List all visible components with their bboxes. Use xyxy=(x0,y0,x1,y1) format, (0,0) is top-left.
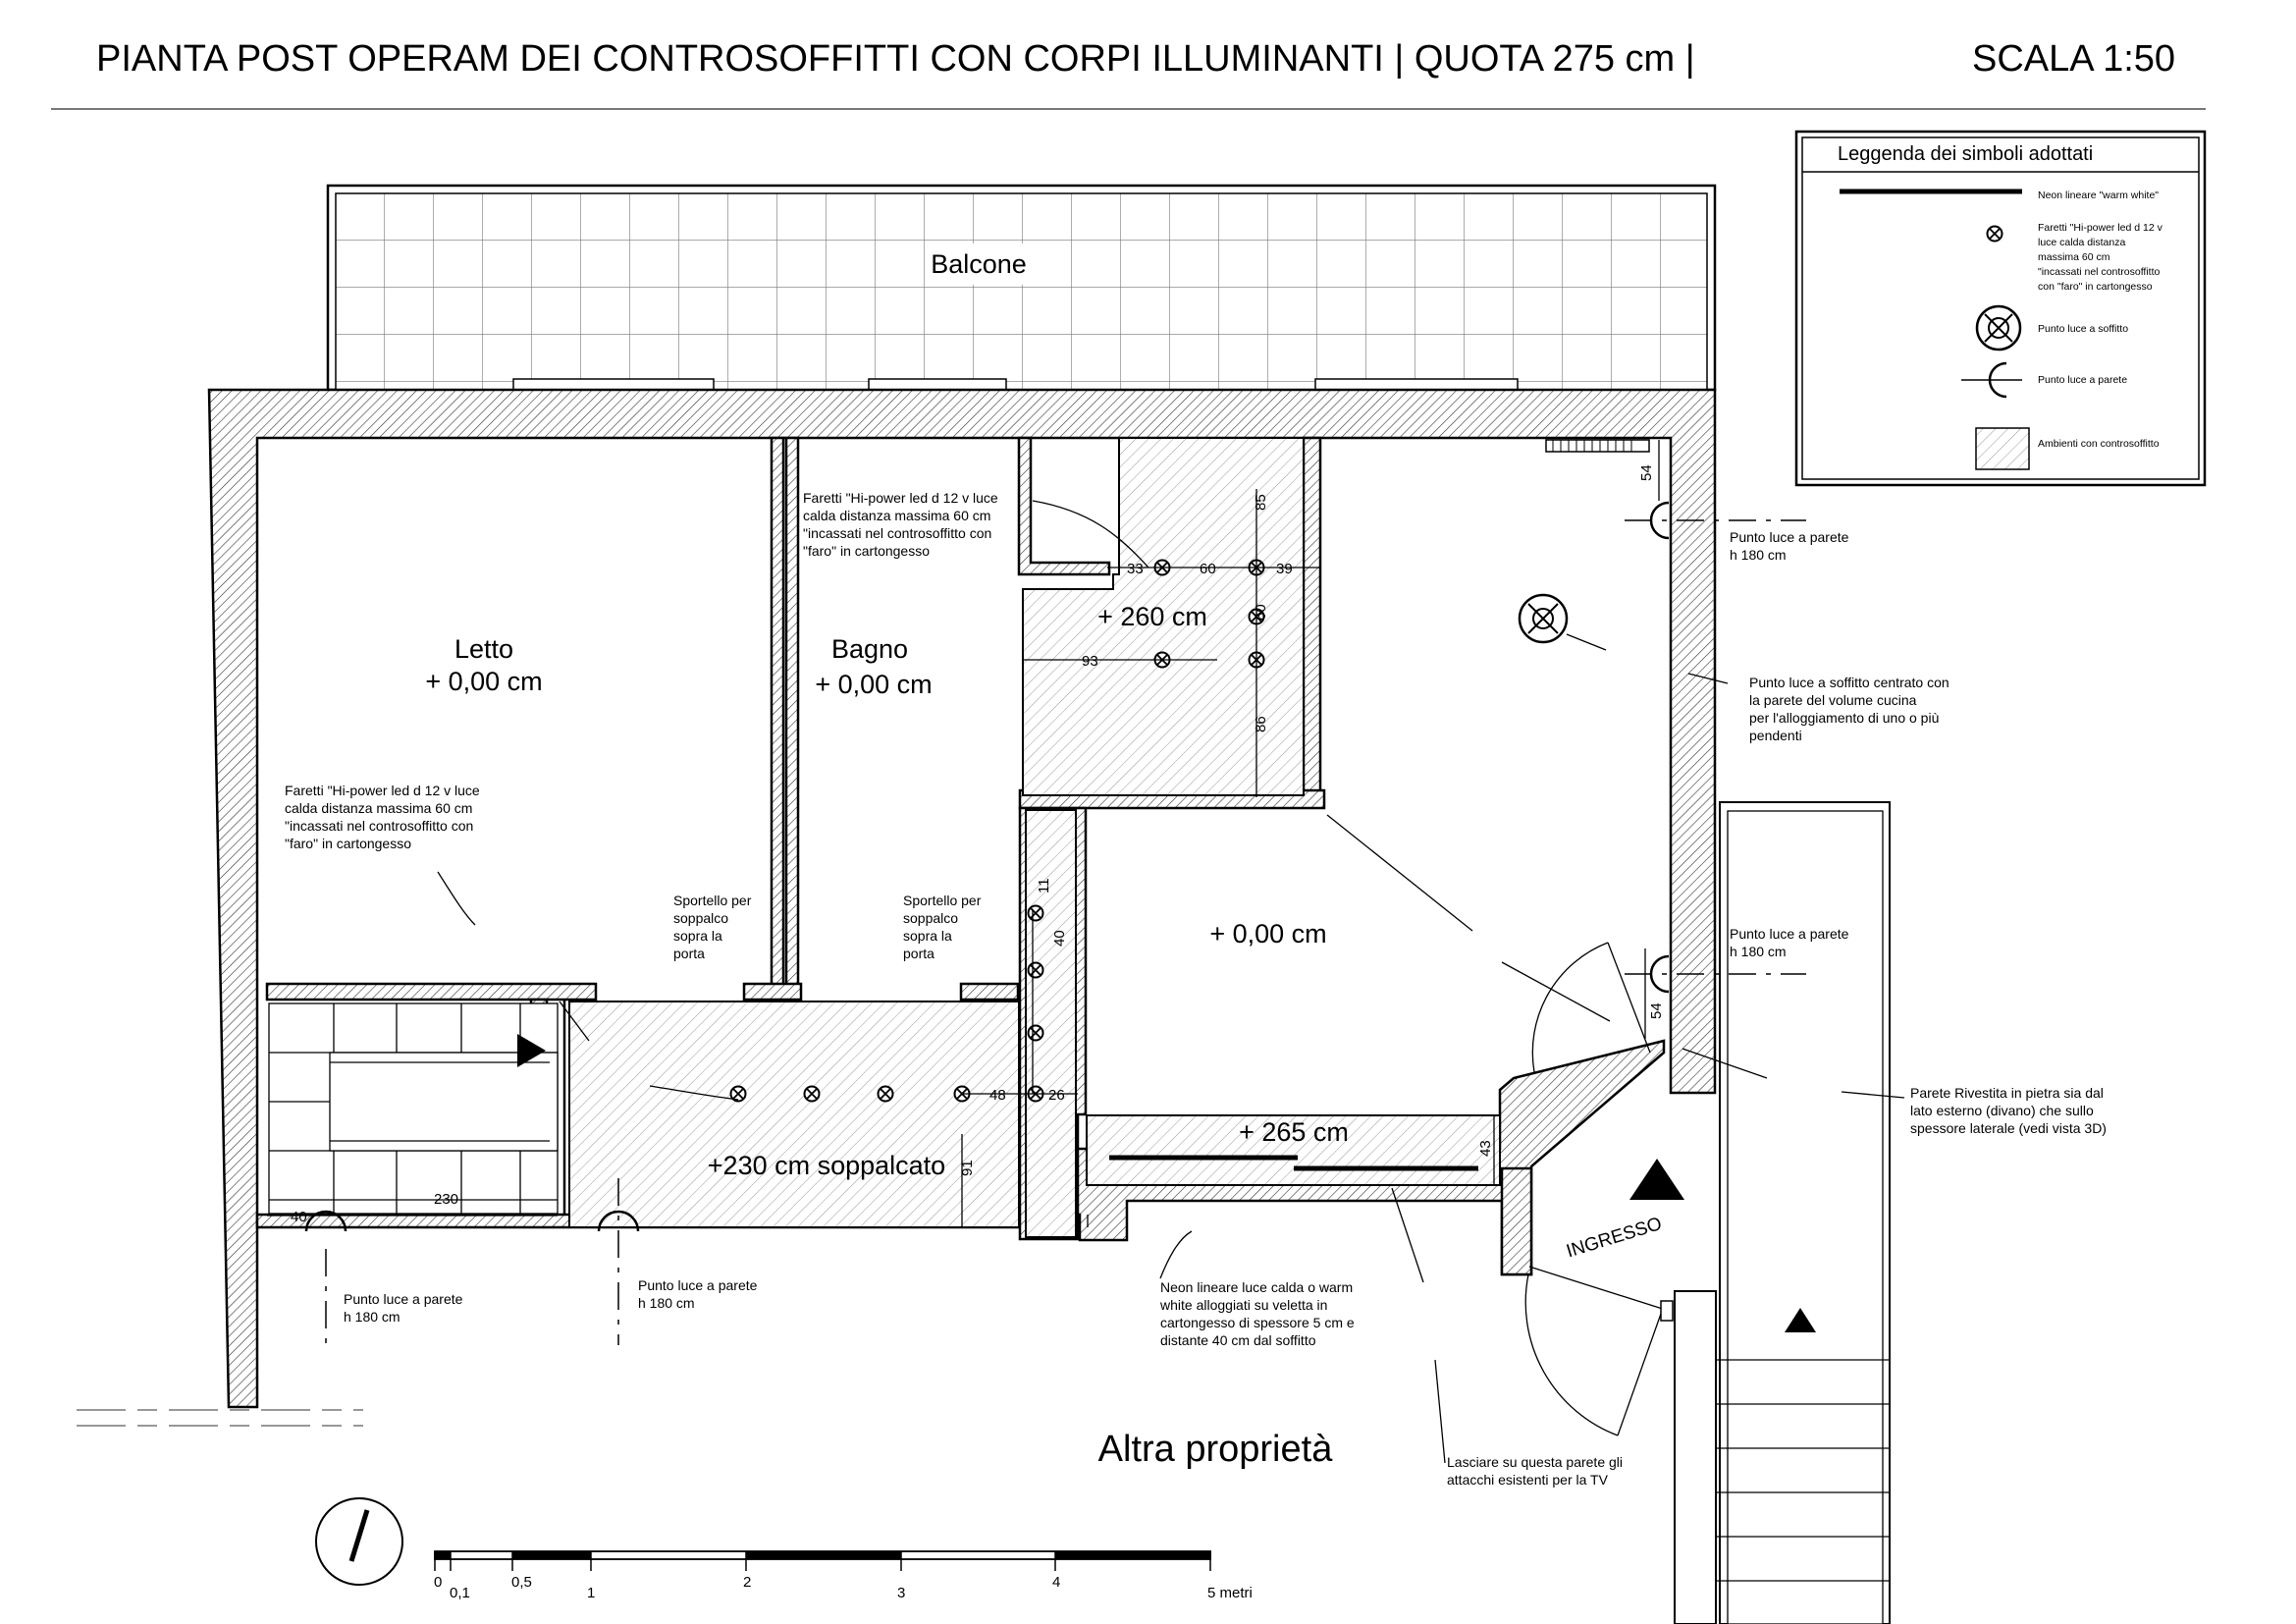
wall-light-icon xyxy=(304,1210,347,1353)
room-level-letto: + 0,00 cm xyxy=(425,667,542,696)
stair-arrow-up-icon xyxy=(1785,1308,1816,1332)
stairs-right xyxy=(1674,801,1891,1624)
note-hatch-left: Sportello per soppalco sopra la porta xyxy=(673,893,755,961)
room-label-bagno: Bagno xyxy=(831,634,908,664)
spotlight-icon xyxy=(1027,961,1044,979)
dimension-label: 40 xyxy=(291,1209,307,1225)
dimension-label: 26 xyxy=(1048,1087,1065,1104)
dimension-label: 43 xyxy=(1477,1140,1494,1157)
dimension-labels: 33 60 39 85 60 93 86 54 54 11 40 48 26 9… xyxy=(291,464,1665,1225)
annotation-leaders xyxy=(437,500,1905,1464)
dimension-label: 60 xyxy=(1253,604,1269,621)
note-ceiling-light: Punto luce a soffitto centrato con la pa… xyxy=(1749,675,1953,743)
room-labels: Letto + 0,00 cm Bagno + 0,00 cm + 260 cm… xyxy=(425,602,1349,1180)
other-property-label: Altra proprietà xyxy=(1098,1429,1334,1470)
wall-lights xyxy=(304,501,1806,1353)
legend-title: Leggenda dei simboli adottati xyxy=(1838,143,2093,165)
north-arrow-icon xyxy=(315,1497,403,1586)
wall-light-icon xyxy=(1961,361,2022,399)
room-label-balcone: Balcone xyxy=(931,249,1027,279)
dimension-label: 230 xyxy=(434,1191,458,1208)
ceiling-zone-loft xyxy=(568,1001,1020,1228)
dimension-label: 85 xyxy=(1253,494,1269,511)
dimension-label: 60 xyxy=(1200,561,1216,577)
dimension-label: 39 xyxy=(1276,561,1293,577)
dimension-label: 33 xyxy=(1127,561,1144,577)
scale-tick-label: 1 xyxy=(587,1585,595,1601)
spotlight-icon xyxy=(1027,904,1044,922)
stairs-left xyxy=(268,1002,559,1215)
wall-light-icon xyxy=(597,1178,640,1345)
wall-light-icon xyxy=(1625,501,1806,540)
note-hatch-right: Sportello per soppalco sopra la porta xyxy=(903,893,985,961)
ceiling-zone-260 xyxy=(1022,437,1305,796)
note-spots-bath: Faretti "Hi-power led d 12 v luce calda … xyxy=(803,490,1002,559)
room-level-soggiorno: + 0,00 cm xyxy=(1209,919,1326,948)
drawing-title: PIANTA POST OPERAM DEI CONTROSOFFITTI CO… xyxy=(96,38,1695,80)
legend-label-hatch: Ambienti con controsoffitto xyxy=(2038,438,2160,450)
legend-label-ceiling-light: Punto luce a soffitto xyxy=(2038,323,2128,335)
room-level-bagno: + 0,00 cm xyxy=(815,670,932,699)
dimension-label: 54 xyxy=(1648,1002,1665,1019)
note-wall-light-bottom-center: Punto luce a parete h 180 cm xyxy=(638,1277,761,1311)
legend-box: Leggenda dei simboli adottati Neon linea… xyxy=(1794,130,2207,487)
doors xyxy=(1524,439,1674,1436)
scale-tick-label: 0,5 xyxy=(511,1574,532,1591)
dimension-label: 91 xyxy=(959,1160,976,1176)
spotlight-icon xyxy=(877,1085,894,1103)
dimension-label: 93 xyxy=(1082,653,1098,670)
dimension-label: 48 xyxy=(989,1087,1006,1104)
scale-tick-label: 4 xyxy=(1052,1574,1060,1591)
neon-lines xyxy=(1109,1155,1478,1171)
dimension-label: 11 xyxy=(1036,878,1052,893)
wall-light-icon xyxy=(1625,954,1806,994)
note-wall-light-top: Punto luce a parete h 180 cm xyxy=(1730,529,1852,563)
annotation-notes: Faretti "Hi-power led d 12 v luce calda … xyxy=(285,490,2108,1488)
note-neon: Neon lineare luce calda o warm white all… xyxy=(1159,1279,1359,1348)
entrance-arrow-icon xyxy=(1629,1159,1684,1200)
scale-tick-label: 0,1 xyxy=(450,1585,470,1601)
drawing-scale: SCALA 1:50 xyxy=(1972,38,2175,80)
dimension-label: 86 xyxy=(1253,716,1269,732)
scale-tick-label: 2 xyxy=(743,1574,751,1591)
note-spots-bed: Faretti "Hi-power led d 12 v luce calda … xyxy=(285,783,484,851)
ceiling-light-icon xyxy=(1975,304,2022,352)
suspended-ceilings xyxy=(568,437,1501,1238)
dimension-label: 54 xyxy=(1638,464,1655,481)
spotlight-icon xyxy=(1027,1024,1044,1042)
dimension-label: 40 xyxy=(1051,930,1068,947)
scale-bar: 0 0,1 0,5 1 2 3 4 5 metri xyxy=(434,1550,1253,1601)
note-tv: Lasciare su questa parete gli attacchi e… xyxy=(1447,1454,1627,1488)
ceiling-light-icon xyxy=(1518,593,1569,644)
spotlight-icon xyxy=(803,1085,821,1103)
legend-labels: Neon lineare "warm white" Faretti "Hi-po… xyxy=(2038,189,2165,450)
legend-label-neon: Neon lineare "warm white" xyxy=(2038,189,2159,201)
dimension-lines xyxy=(267,440,1660,1227)
ceiling-level-260: + 260 cm xyxy=(1097,602,1207,631)
balcony: Balcone xyxy=(326,184,1717,392)
scale-tick-label: 0 xyxy=(434,1574,442,1591)
legend-label-wall-light: Punto luce a parete xyxy=(2038,374,2127,386)
note-stone-wall: Parete Rivestita in pietra sia dal lato … xyxy=(1910,1085,2108,1136)
ceiling-level-265: + 265 cm xyxy=(1239,1117,1349,1147)
scale-tick-label: 5 metri xyxy=(1207,1585,1253,1601)
ceiling-level-soppalco: +230 cm soppalcato xyxy=(708,1151,945,1180)
edge-marks xyxy=(77,1409,363,1427)
scale-tick-label: 3 xyxy=(897,1585,905,1601)
entrance-label: INGRESSO xyxy=(1564,1214,1664,1262)
spotlight-icon xyxy=(1986,225,2003,243)
stair-arrow-icon xyxy=(517,1034,546,1067)
note-wall-light-mid: Punto luce a parete h 180 cm xyxy=(1730,926,1852,959)
room-label-letto: Letto xyxy=(454,634,513,664)
hatch-swatch-icon xyxy=(1975,427,2030,470)
legend-label-spotlight: Faretti "Hi-power led d 12 v luce calda … xyxy=(2038,222,2165,293)
note-wall-light-bottom-left: Punto luce a parete h 180 cm xyxy=(344,1291,466,1325)
